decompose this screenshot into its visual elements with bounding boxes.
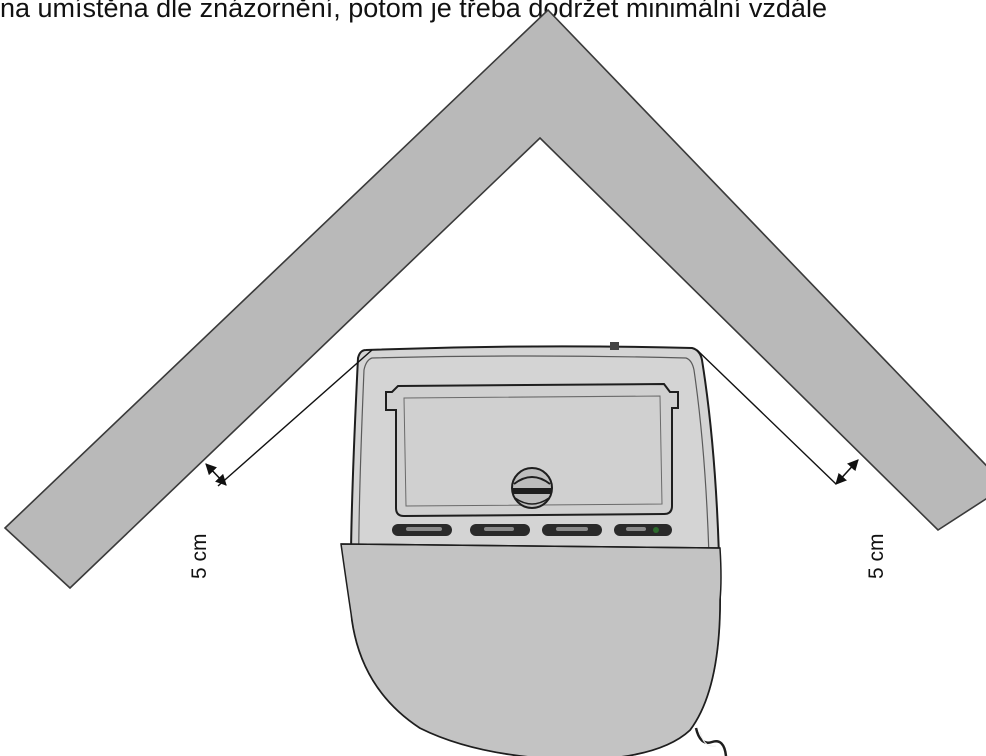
corner-wall [3, 8, 986, 590]
left-extension-line [217, 349, 373, 487]
top-cable-stub [610, 342, 619, 350]
caption-text: na umístěna dle znázornění, potom je tře… [0, 0, 827, 23]
right-gap-label: 5 cm [865, 533, 888, 579]
left-gap-label: 5 cm [188, 533, 211, 579]
device-lower-cover [340, 543, 722, 756]
vent-slots [392, 524, 672, 536]
right-gap-arrow [835, 459, 859, 485]
compartment-lid [385, 382, 679, 518]
bottom-cable [694, 727, 728, 756]
device-unit [340, 342, 728, 756]
lock-knob-icon [511, 467, 553, 509]
right-extension-line [696, 349, 837, 485]
left-gap-dimension: 5 cm [188, 349, 373, 579]
left-gap-arrow [205, 463, 227, 486]
right-gap-dimension: 5 cm [696, 349, 888, 579]
